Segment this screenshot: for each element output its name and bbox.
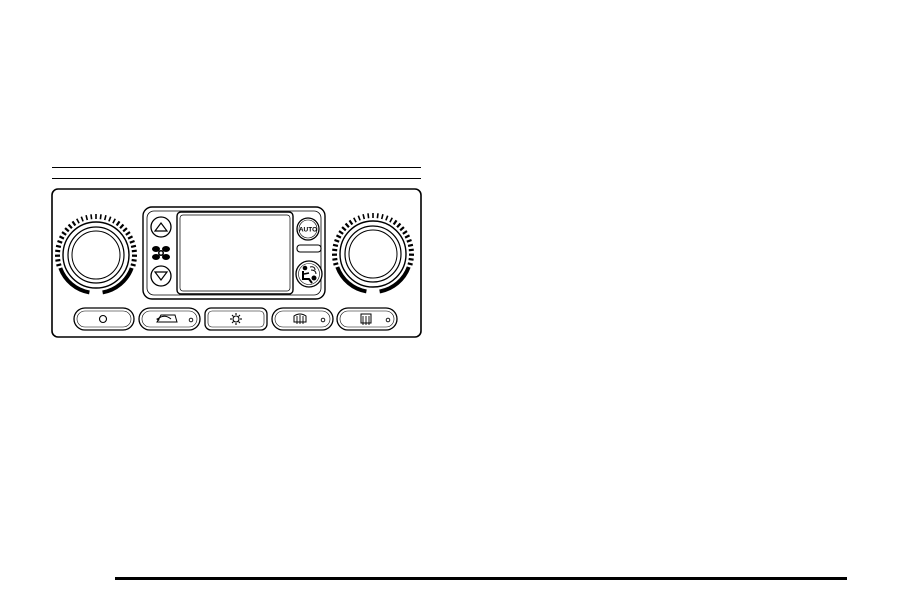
scale-tick — [368, 213, 369, 218]
climate-display — [177, 212, 293, 294]
mode-indicator-slot — [297, 245, 321, 252]
scale-tick — [408, 245, 413, 246]
scale-tick — [333, 263, 338, 264]
scale-tick — [55, 251, 60, 252]
air-conditioning-button[interactable] — [205, 308, 267, 330]
scale-tick — [131, 264, 136, 265]
scale-tick — [132, 260, 137, 261]
scale-tick — [409, 250, 414, 251]
scale-tick — [100, 214, 101, 219]
scale-tick — [332, 250, 337, 251]
air-delivery-mode-button[interactable] — [296, 261, 322, 287]
rear-defrost-button[interactable] — [337, 308, 397, 330]
scale-tick — [56, 246, 61, 247]
bottom-rule — [115, 577, 847, 580]
scale-tick — [409, 259, 414, 260]
recirculation-button[interactable] — [139, 308, 200, 330]
scale-tick — [377, 213, 378, 218]
fan-down-button[interactable] — [151, 266, 171, 286]
scale-tick — [132, 251, 137, 252]
scale-tick — [131, 246, 136, 247]
scale-tick — [408, 263, 413, 264]
auto-label: AUTO — [299, 227, 317, 234]
scale-tick — [332, 259, 337, 260]
off-button[interactable] — [74, 308, 134, 330]
scale-tick — [91, 214, 92, 219]
scale-tick — [333, 245, 338, 246]
auto-button[interactable]: AUTO — [297, 218, 319, 240]
scale-tick — [55, 260, 60, 261]
fan-up-button[interactable] — [151, 217, 171, 237]
scale-tick — [56, 264, 61, 265]
front-defrost-button[interactable] — [272, 308, 333, 330]
